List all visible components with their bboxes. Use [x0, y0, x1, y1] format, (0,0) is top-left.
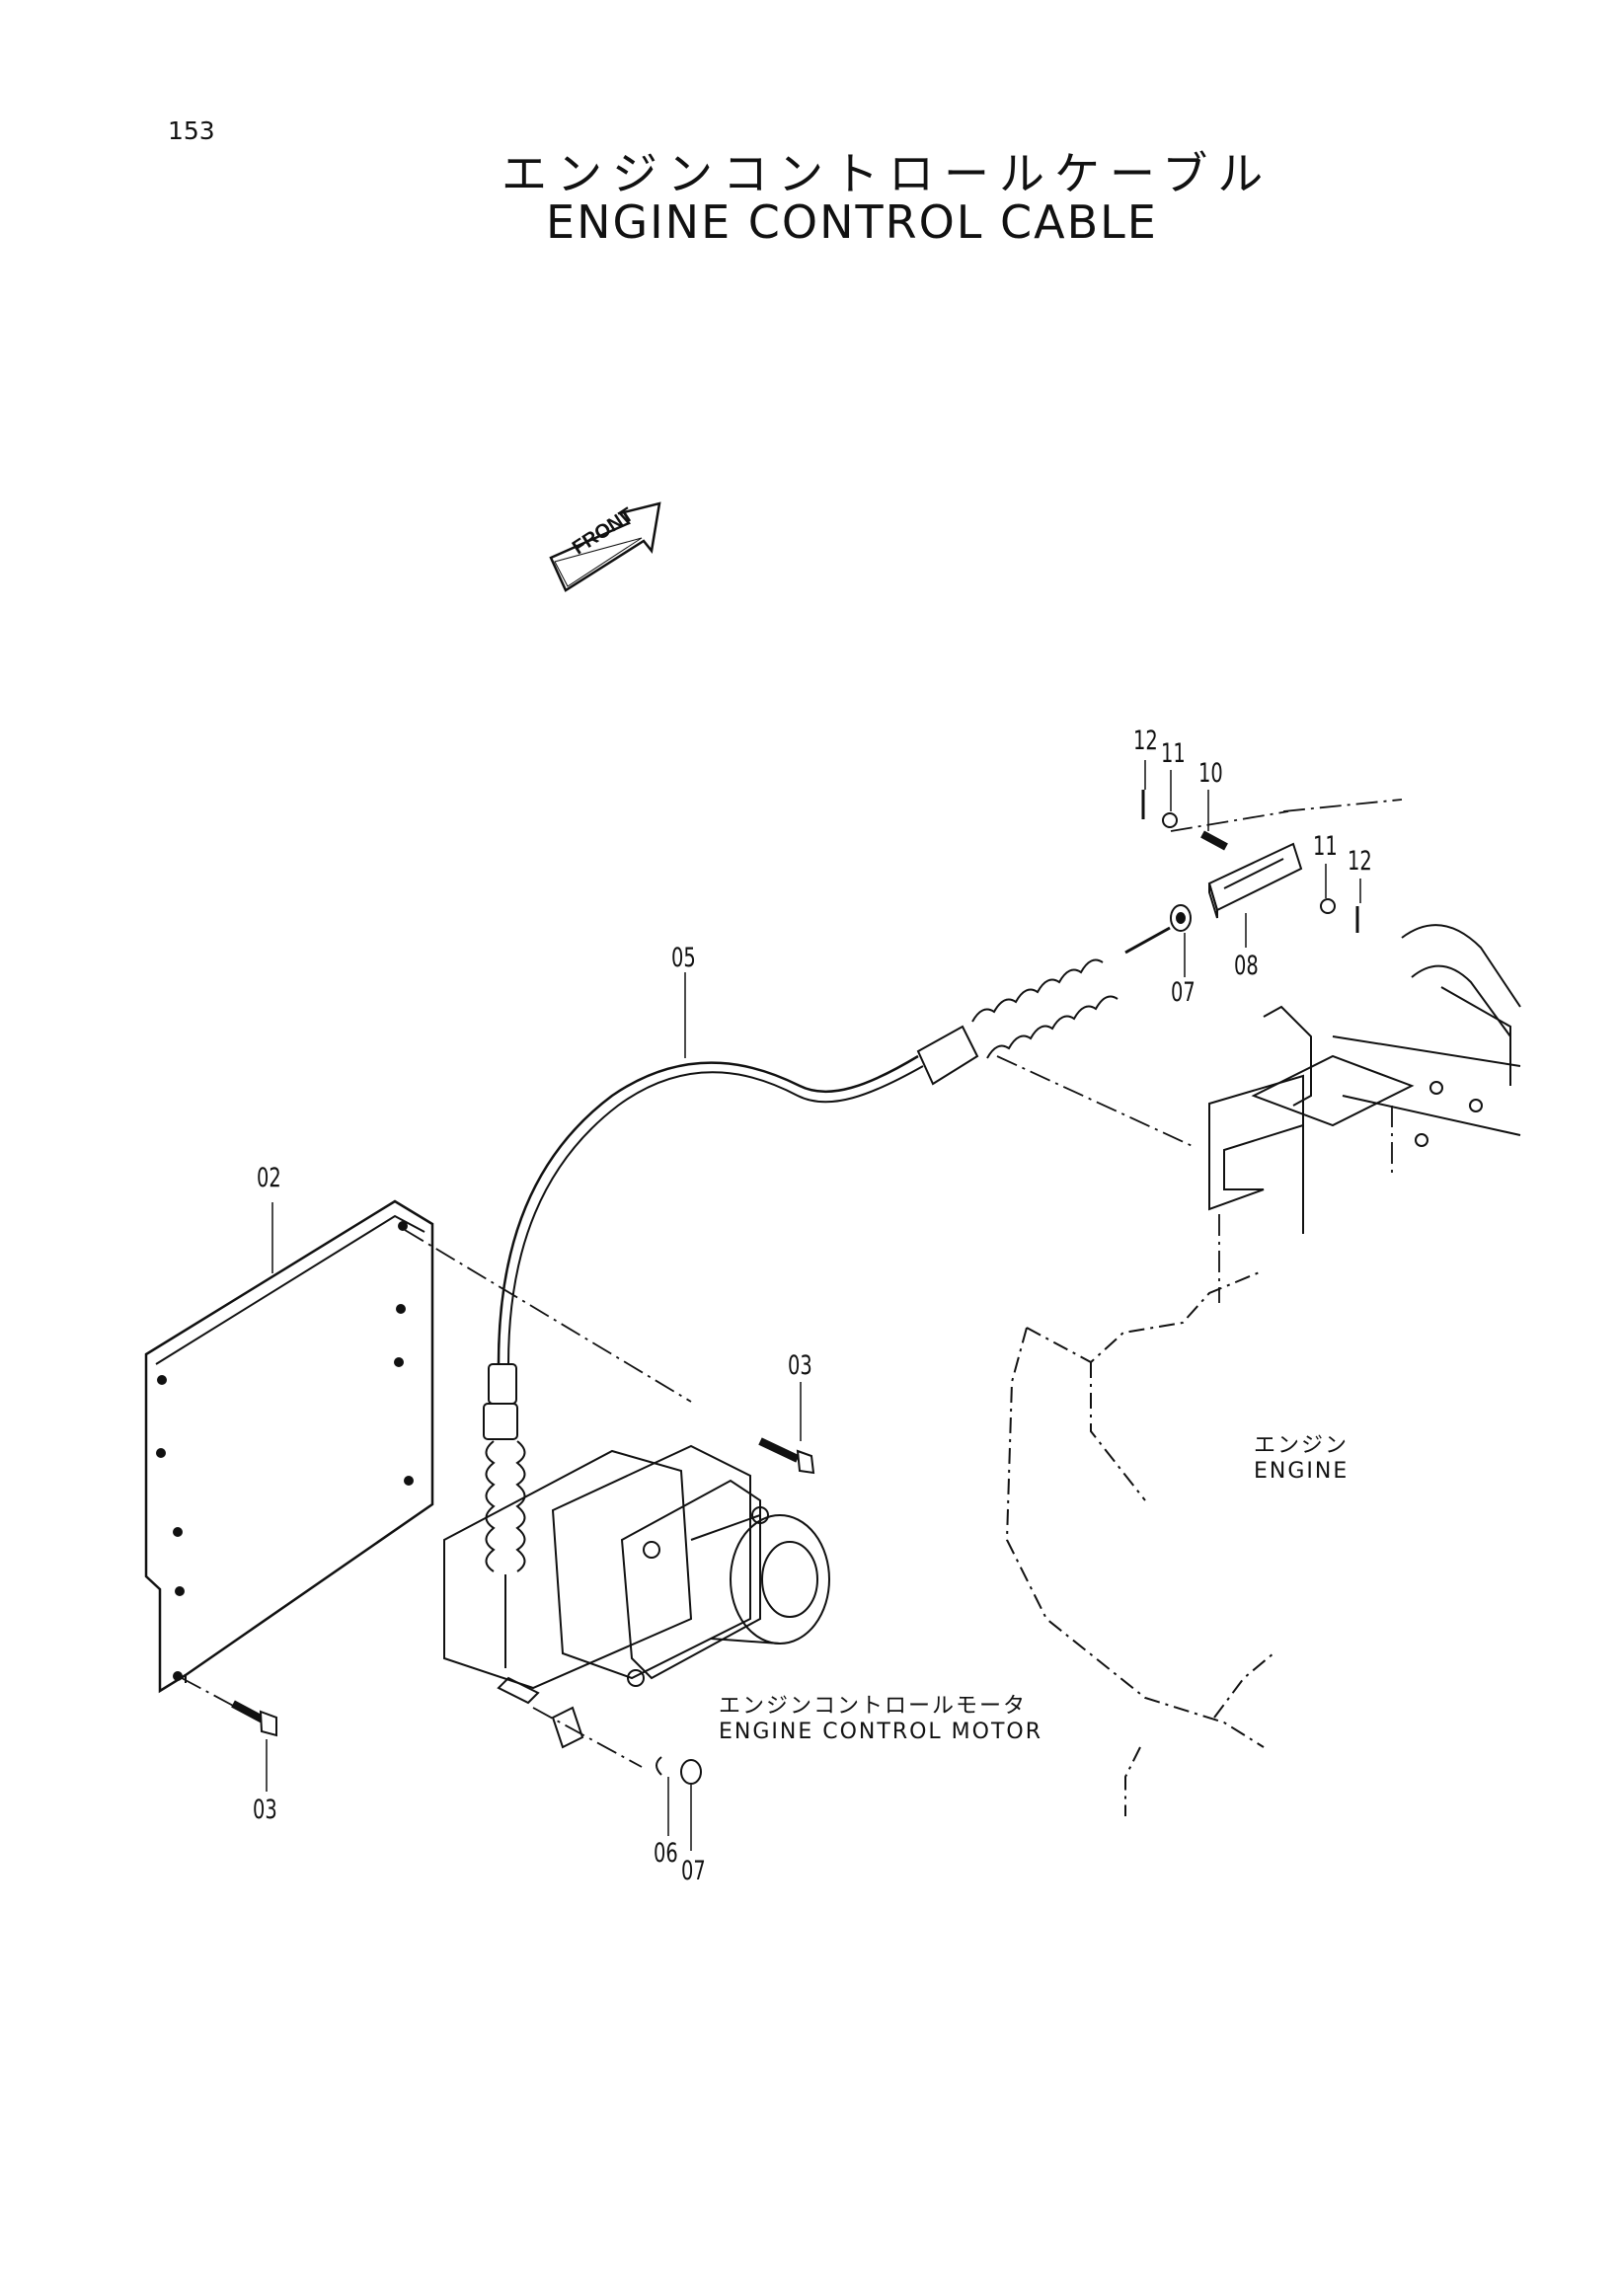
part-number-03: 03: [788, 1350, 812, 1381]
engine-bracket: [1209, 925, 1520, 1234]
part-number-07: 07: [1171, 977, 1196, 1008]
engine-control-motor: [444, 1446, 829, 1747]
part-number-07: 07: [681, 1856, 706, 1886]
engine-outline: [1007, 1271, 1273, 1816]
part-number-05: 05: [671, 943, 696, 973]
part-number-12: 12: [1348, 846, 1372, 877]
part-number-06: 06: [654, 1838, 678, 1869]
bolts: [233, 1441, 813, 1735]
part-number-11: 11: [1313, 831, 1338, 862]
title-english: ENGINE CONTROL CABLE: [546, 195, 1158, 249]
part-number-10: 10: [1198, 758, 1223, 789]
assembly-lines: [182, 800, 1402, 1767]
mounting-plate: [146, 1201, 432, 1691]
motor-label-en: ENGINE CONTROL MOTOR: [719, 1720, 1043, 1744]
motor-label-jp: エンジンコントロールモータ: [719, 1694, 1028, 1719]
part-number-12: 12: [1133, 726, 1158, 756]
part-number-11: 11: [1161, 738, 1186, 769]
title-japanese: エンジンコントロールケーブル: [501, 147, 1273, 200]
engine-label-en: ENGINE: [1254, 1459, 1350, 1484]
front-arrow-icon: [551, 503, 659, 590]
lower-hardware: [656, 1757, 701, 1784]
page-number: 153: [168, 116, 215, 145]
engine-label-jp: エンジン: [1254, 1433, 1350, 1458]
part-number-02: 02: [257, 1163, 281, 1193]
leader-lines: [267, 760, 1360, 1851]
part-number-08: 08: [1234, 951, 1259, 981]
upper-hardware: [1143, 790, 1357, 933]
control-cable: [484, 928, 1170, 1668]
part-number-03: 03: [253, 1795, 277, 1825]
